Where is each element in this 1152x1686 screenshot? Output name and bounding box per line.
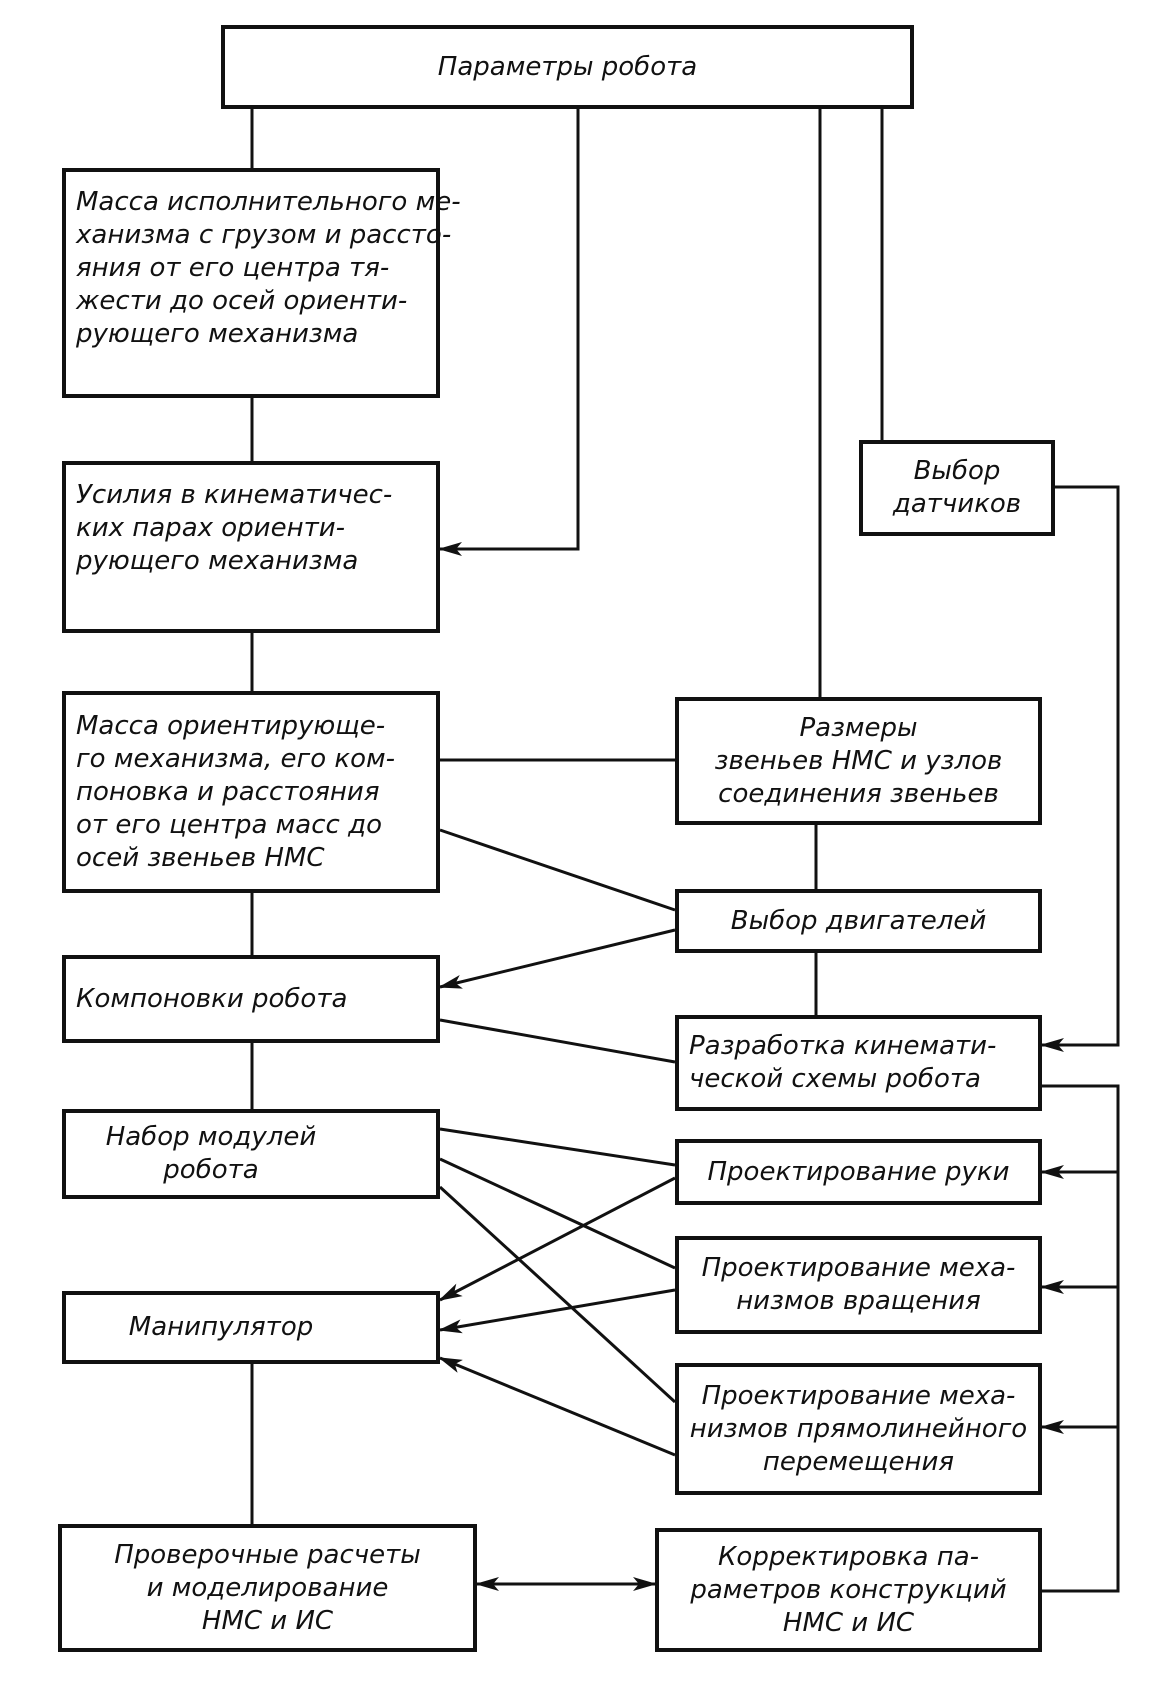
box-line: НМС и ИС	[201, 1605, 334, 1636]
line-modules-to-arm	[439, 1127, 676, 1167]
box-linear-mechanisms-design: Проектирование меха- низмов прямолинейно…	[675, 1363, 1042, 1495]
box-line: Набор модулей	[105, 1122, 317, 1152]
box-line: Разработка кинемати-	[689, 1031, 997, 1061]
box-line: Манипулятор	[128, 1312, 314, 1342]
box-line: ханизма с грузом и рассто-	[76, 220, 452, 250]
box-line: яния от его центра тя-	[76, 253, 390, 283]
line-rotation-to-manipulator	[438, 1288, 676, 1334]
box-line: Выбор двигателей	[730, 905, 987, 936]
box-sensor-selection: Выбор датчиков	[859, 440, 1055, 536]
box-line: Корректировка па-	[717, 1541, 980, 1572]
box-line: Проектирование меха-	[701, 1380, 1016, 1411]
line-linear-to-manipulator	[438, 1356, 676, 1457]
box-line: Масса ориентирующе-	[76, 710, 386, 741]
box-line: Масса исполнительного ме-	[76, 187, 461, 217]
box-line: поновка и расстояния	[76, 776, 380, 807]
box-line: звеньев НМС и узлов	[714, 745, 1003, 776]
box-verification-calculations: Проверочные расчеты и моделирование НМС …	[58, 1524, 477, 1652]
line-mass-orient-to-motors	[439, 828, 676, 912]
line-motors-to-layouts	[438, 928, 676, 989]
box-line: жести до осей ориенти-	[76, 286, 408, 316]
box-line: го механизма, его ком-	[76, 743, 395, 774]
line-modules-to-linear	[438, 1185, 677, 1404]
box-line: Проектирование руки	[707, 1156, 1010, 1187]
box-forces-kinematic-pairs: Усилия в кинематичес- ких парах ориенти-…	[62, 461, 440, 633]
box-line: Проверочные расчеты	[114, 1539, 421, 1570]
box-line: раметров конструкций	[690, 1574, 1007, 1605]
box-mass-executive-mechanism: Масса исполнительного ме- ханизма с груз…	[62, 168, 461, 398]
box-robot-layouts: Компоновки робота	[62, 955, 440, 1043]
box-rotation-mechanisms-design: Проектирование меха- низмов вращения	[675, 1236, 1042, 1334]
box-line: Размеры	[799, 712, 918, 743]
box-manipulator: Манипулятор	[62, 1291, 440, 1364]
box-line: Выбор	[913, 456, 1001, 486]
line-arm-to-manipulator	[438, 1176, 676, 1302]
box-line: рующего механизма	[76, 319, 359, 349]
box-line: Проектирование меха-	[701, 1253, 1016, 1283]
box-line: НМС и ИС	[782, 1607, 915, 1638]
box-robot-parameters: Параметры робота	[221, 25, 914, 109]
line-layouts-to-kinematic	[439, 1018, 676, 1064]
box-motor-selection: Выбор двигателей	[675, 889, 1042, 953]
box-line: и моделирование	[146, 1572, 389, 1603]
box-robot-modules: Набор модулей робота	[62, 1109, 440, 1199]
box-line: рующего механизма	[76, 546, 359, 576]
box-line: датчиков	[892, 489, 1022, 519]
box-link-sizes: Размеры звеньев НМС и узлов соединения з…	[675, 697, 1042, 825]
box-line: ких парах ориенти-	[76, 513, 346, 543]
line-modules-to-rotation	[439, 1157, 676, 1270]
box-mass-orienting-mechanism: Масса ориентирующе- го механизма, его ко…	[62, 691, 440, 893]
box-line: Усилия в кинематичес-	[76, 480, 393, 510]
box-line: Параметры робота	[437, 51, 698, 82]
box-line: робота	[163, 1155, 259, 1185]
box-line: низмов прямолинейного	[689, 1413, 1028, 1444]
box-line: перемещения	[762, 1446, 955, 1477]
box-line: низмов вращения	[736, 1286, 981, 1316]
line-params-to-forces	[438, 109, 580, 556]
box-line: осей звеньев НМС	[76, 842, 325, 873]
line-sensors-to-kinematic	[1040, 485, 1120, 1052]
box-arm-design: Проектирование руки	[675, 1139, 1042, 1205]
box-design-parameters-correction: Корректировка па- раметров конструкций Н…	[655, 1528, 1042, 1652]
box-kinematic-scheme: Разработка кинемати- ческой схемы робота	[675, 1015, 1042, 1111]
box-line: Компоновки робота	[76, 983, 348, 1014]
box-line: ческой схемы робота	[689, 1064, 981, 1094]
box-line: от его центра масс до	[76, 809, 382, 840]
line-kinematic-bus	[1042, 1084, 1120, 1593]
box-line: соединения звеньев	[718, 778, 999, 809]
